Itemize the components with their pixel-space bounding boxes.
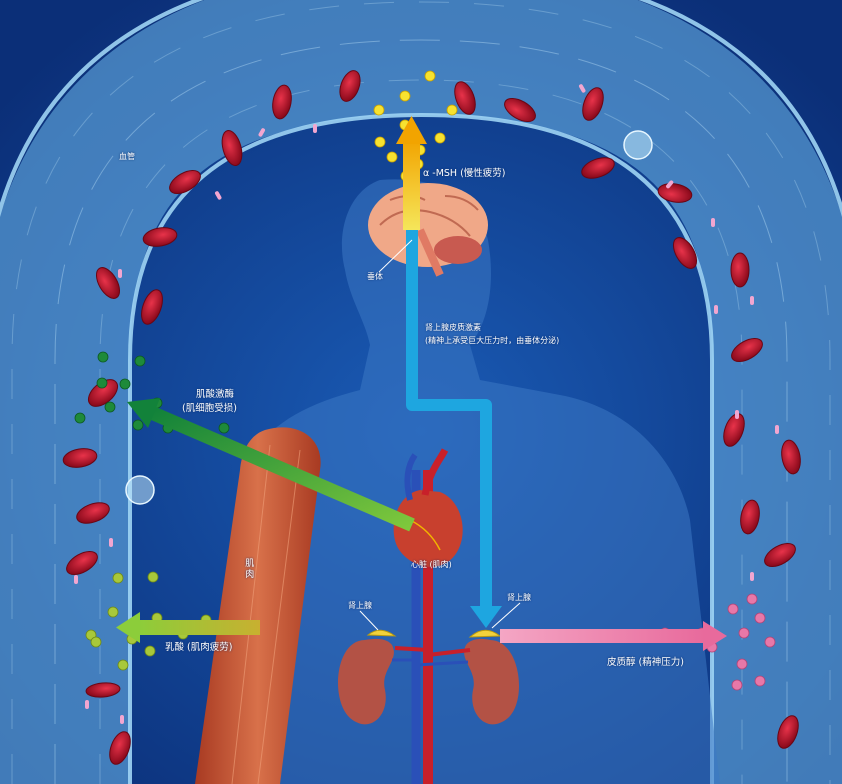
arrow-ck [127, 398, 415, 532]
adrenal-right-label: 肾上腺 [507, 593, 531, 602]
red-blood-cell [730, 252, 750, 288]
arrow-cortisol [500, 621, 727, 651]
red-blood-cell [339, 70, 361, 102]
red-blood-cell [109, 731, 131, 765]
red-blood-cell [504, 97, 536, 123]
red-blood-cell [169, 169, 201, 195]
red-blood-cell [672, 237, 698, 269]
arm-muscle [195, 427, 321, 784]
muscle-label: 肌肉 [243, 558, 254, 580]
heart-label: 心脏 (肌肉) [411, 560, 452, 569]
white-cells [125, 130, 653, 505]
red-blood-cell [740, 499, 760, 535]
red-blood-cell [731, 337, 763, 363]
cortisol-label: 皮质醇 (精神压力) [607, 657, 684, 668]
msh-label: α -MSH (慢性疲劳) [423, 168, 506, 179]
red-blood-cells [62, 70, 801, 765]
pointer-lines [359, 239, 521, 631]
heart [393, 448, 463, 567]
red-blood-cell [85, 682, 121, 698]
red-blood-cell [95, 267, 121, 299]
red-blood-cell [272, 84, 292, 120]
lactate-label: 乳酸 (肌肉疲劳) [165, 642, 233, 653]
lactate-particles [85, 571, 212, 671]
pituitary-label: 垂体 [367, 272, 383, 281]
vessel-label: 血管 [119, 152, 135, 161]
ck-label-line2: (肌细胞受损) [182, 403, 237, 414]
red-blood-cell [221, 129, 243, 167]
red-blood-cell [87, 379, 119, 407]
pink-particles [74, 84, 779, 724]
arrow-acth [406, 225, 502, 628]
red-blood-cell [66, 550, 98, 576]
red-blood-cell [764, 542, 796, 568]
ck-label-line1: 肌酸激酶 [196, 389, 235, 400]
red-blood-cell [76, 502, 110, 524]
red-blood-cell [657, 183, 693, 203]
red-blood-cell [777, 715, 799, 749]
red-blood-cell [142, 227, 178, 247]
arrow-lactate [116, 612, 260, 643]
red-blood-cell [581, 157, 615, 179]
red-blood-cell [723, 413, 745, 447]
adrenal-left-label: 肾上腺 [348, 601, 372, 610]
arrow-msh [396, 116, 427, 230]
red-blood-cell [582, 87, 604, 121]
kidneys [338, 629, 520, 725]
red-blood-cell [454, 81, 476, 115]
red-blood-cell [781, 439, 801, 475]
acth-label-line2: (精神上承受巨大压力时，由垂体分泌) [425, 336, 560, 345]
red-blood-cell [141, 289, 163, 325]
red-blood-cell [62, 448, 98, 468]
acth-label-line1: 肾上腺皮质激素 [425, 323, 481, 332]
